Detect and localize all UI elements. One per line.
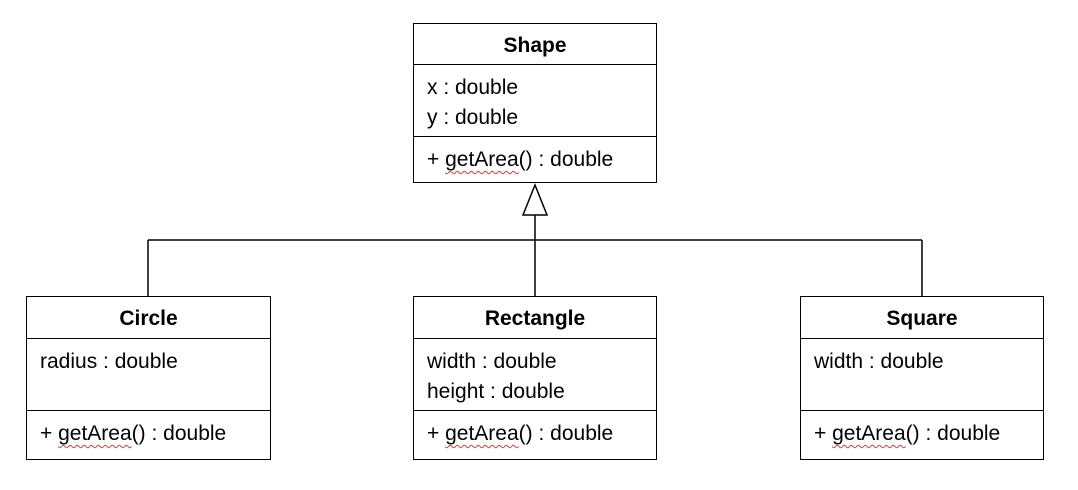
circle-operations: + getArea() : double — [27, 411, 270, 449]
square-class-box: Square width : double + getArea() : doub… — [800, 296, 1044, 460]
shape-operations: + getArea() : double — [414, 137, 656, 175]
shape-attribute-x: x : double — [427, 76, 519, 99]
rectangle-class-name: Rectangle — [414, 297, 656, 339]
rectangle-operations: + getArea() : double — [414, 411, 656, 449]
operation-method-name: getArea — [58, 422, 132, 445]
shape-attribute-y: y : double — [427, 106, 519, 129]
square-attribute-width: width : double — [814, 350, 944, 373]
operation-signature: () : double — [131, 422, 227, 445]
operation-signature: () : double — [518, 422, 614, 445]
circle-class-name: Circle — [27, 297, 270, 339]
square-attributes: width : double — [801, 339, 1043, 411]
operation-signature: () : double — [518, 148, 614, 171]
rectangle-class-box: Rectangle width : double height : double… — [413, 296, 657, 460]
shape-class-box: Shape x : double y : double + getArea() … — [413, 23, 657, 183]
generalization-arrowhead — [521, 182, 549, 216]
operation-visibility: + — [427, 422, 446, 445]
square-operations: + getArea() : double — [801, 411, 1043, 449]
operation-method-name: getArea — [832, 422, 906, 445]
square-class-name: Square — [801, 297, 1043, 339]
shape-class-name: Shape — [414, 24, 656, 65]
rectangle-attribute-width: width : double — [427, 350, 557, 373]
operation-visibility: + — [814, 422, 833, 445]
rectangle-attribute-height: height : double — [427, 380, 565, 403]
operation-method-name: getArea — [445, 148, 519, 171]
circle-class-box: Circle radius : double + getArea() : dou… — [26, 296, 271, 460]
rectangle-operation-getarea: + getArea() : double — [427, 419, 656, 449]
square-operation-getarea: + getArea() : double — [814, 419, 1043, 449]
operation-method-name: getArea — [445, 422, 519, 445]
circle-operation-getarea: + getArea() : double — [40, 419, 270, 449]
operation-signature: () : double — [905, 422, 1001, 445]
operation-visibility: + — [40, 422, 59, 445]
shape-attributes: x : double y : double — [414, 65, 656, 137]
rectangle-attributes: width : double height : double — [414, 339, 656, 411]
circle-attribute-radius: radius : double — [40, 350, 178, 373]
circle-attributes: radius : double — [27, 339, 270, 411]
shape-operation-getarea: + getArea() : double — [427, 145, 656, 175]
operation-visibility: + — [427, 148, 446, 171]
